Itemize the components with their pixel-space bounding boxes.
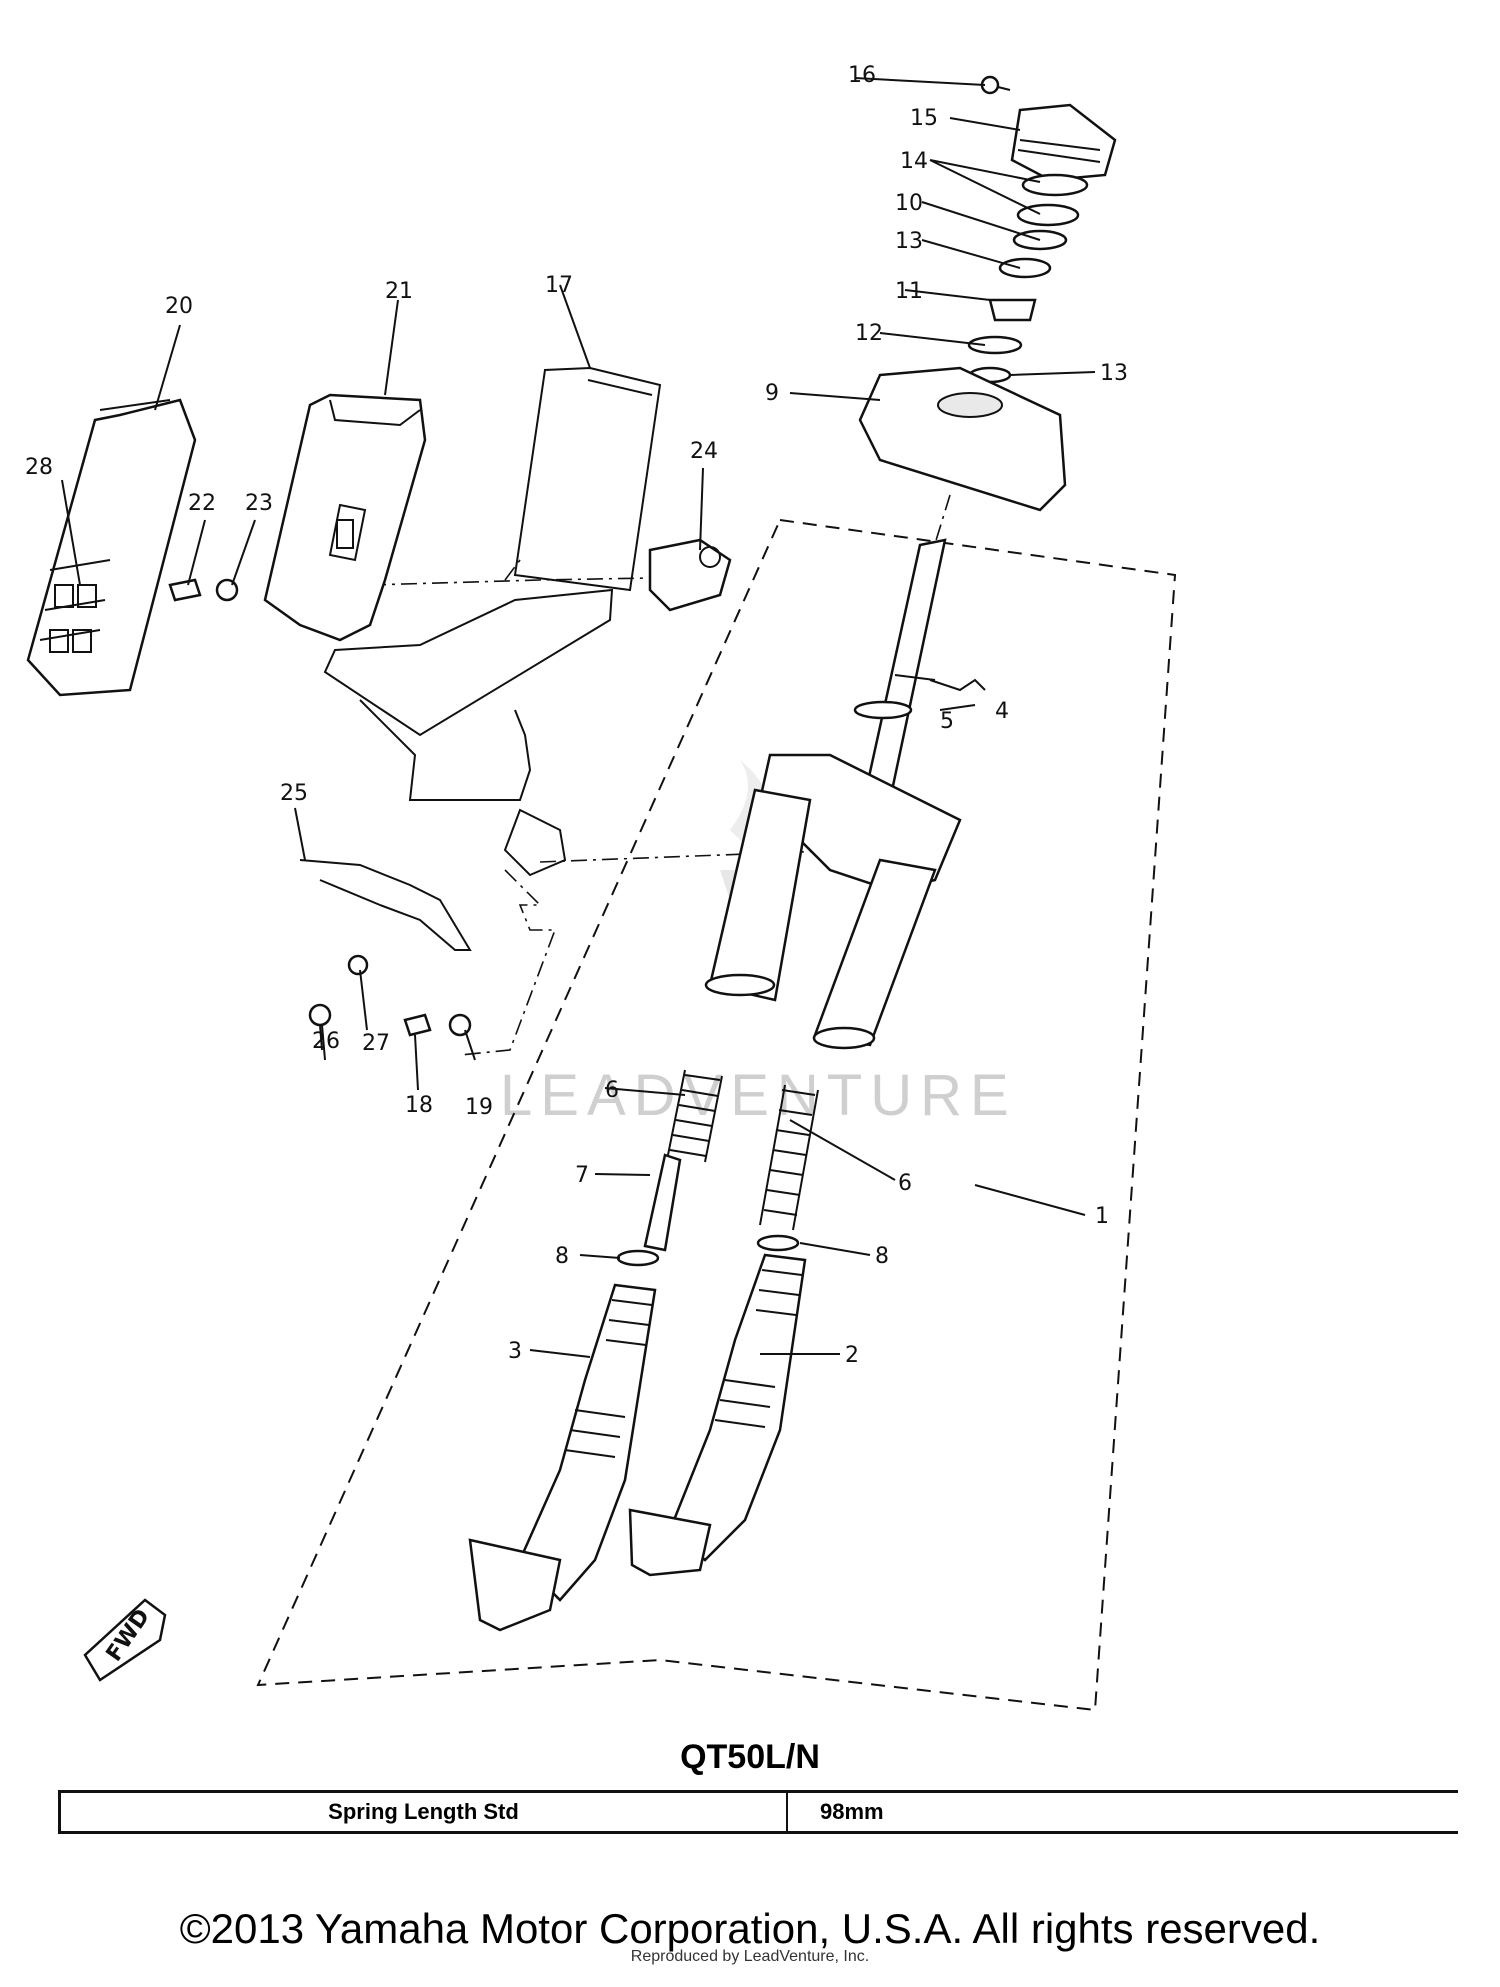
callout-15: 15 xyxy=(910,106,938,131)
callout-28: 28 xyxy=(25,455,53,480)
steering-stem-head xyxy=(858,103,1117,512)
callout-23: 23 xyxy=(245,491,273,516)
callout-12: 12 xyxy=(855,321,883,346)
copyright-notice: ©2013 Yamaha Motor Corporation, U.S.A. A… xyxy=(179,1905,1321,1952)
callout-10: 10 xyxy=(895,191,923,216)
callout-leaders xyxy=(61,77,1096,1358)
callout-20: 20 xyxy=(165,294,193,319)
callout-26: 26 xyxy=(312,1029,340,1054)
spec-value-cell: 98mm xyxy=(820,1799,884,1824)
watermark-text: LEADVENTURE xyxy=(500,1063,1017,1128)
fork-springs xyxy=(666,1069,819,1231)
callout-25: 25 xyxy=(280,781,308,806)
callout-13-lower: 13 xyxy=(1100,361,1128,386)
callout-1: 1 xyxy=(1095,1204,1109,1229)
spec-table: Spring Length Std 98mm xyxy=(58,1790,1458,1834)
clamp xyxy=(648,538,732,612)
meter-cover xyxy=(26,398,197,697)
callout-4: 4 xyxy=(995,699,1009,724)
callout-16: 16 xyxy=(848,63,876,88)
speedometer xyxy=(263,393,427,642)
fwd-arrow-icon: FWD xyxy=(83,1598,167,1682)
callout-22: 22 xyxy=(188,491,216,516)
reproduced-by-note: Reproduced by LeadVenture, Inc. xyxy=(630,1948,870,1965)
callout-2: 2 xyxy=(845,1343,859,1368)
bracket-frame xyxy=(323,366,662,877)
callout-27: 27 xyxy=(362,1031,390,1056)
callout-5: 5 xyxy=(940,709,954,734)
callout-9: 9 xyxy=(765,381,779,406)
leader-lines xyxy=(369,494,951,1056)
assembly-boundary xyxy=(256,518,1177,1712)
callout-6-right: 6 xyxy=(898,1171,912,1196)
callout-8-right: 8 xyxy=(875,1244,889,1269)
spec-name-cell: Spring Length Std xyxy=(61,1793,788,1831)
callout-13-upper: 13 xyxy=(895,229,923,254)
callout-6-left: 6 xyxy=(605,1078,619,1103)
callout-14: 14 xyxy=(900,149,928,174)
callout-24: 24 xyxy=(690,439,718,464)
callout-11: 11 xyxy=(895,279,923,304)
lower-bracket xyxy=(704,538,962,1050)
fork-outer-tubes xyxy=(468,1253,807,1632)
callout-21: 21 xyxy=(385,279,413,304)
model-title: QT50L/N xyxy=(680,1738,820,1776)
damper-parts xyxy=(616,1153,800,1267)
callout-7: 7 xyxy=(575,1163,589,1188)
callout-3: 3 xyxy=(508,1339,522,1364)
callout-8-left: 8 xyxy=(555,1244,569,1269)
callout-17: 17 xyxy=(545,273,573,298)
callout-18: 18 xyxy=(405,1093,433,1118)
cable-guide xyxy=(299,859,472,951)
callout-19: 19 xyxy=(465,1095,493,1120)
